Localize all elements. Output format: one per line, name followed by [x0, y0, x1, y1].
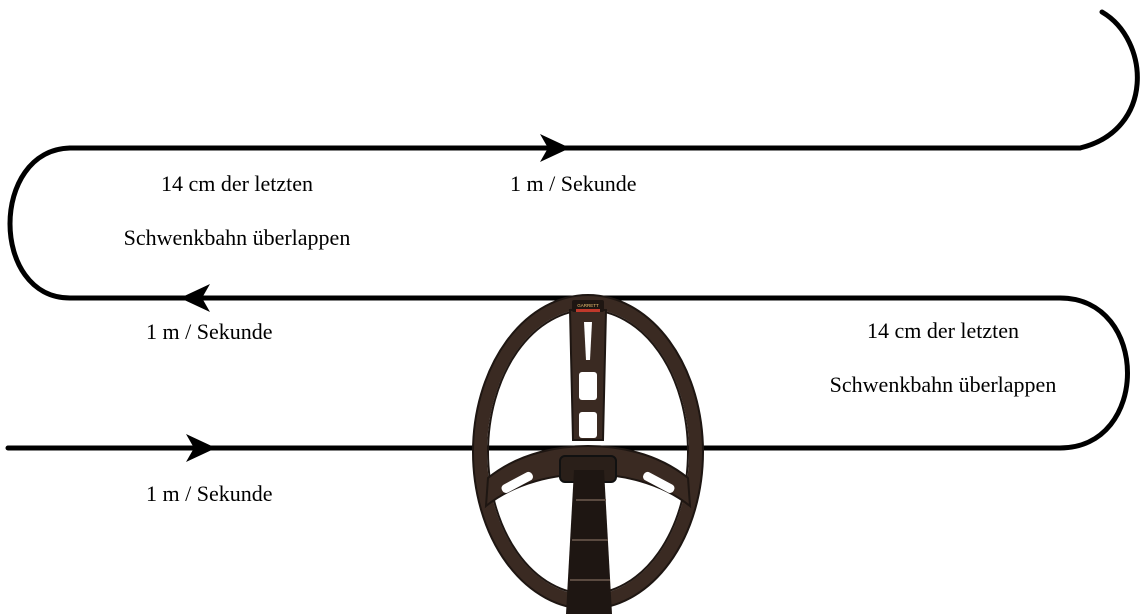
arrow-right-top — [540, 134, 570, 162]
overlap-label-left-line1: 14 cm der letzten — [160, 171, 314, 196]
overlap-label-right: 14 cm der letzten Schwenkbahn überlappen — [830, 317, 1057, 399]
detector-coil-image: GARRETT — [472, 294, 704, 614]
turn-right — [1057, 295, 1130, 451]
overlap-label-left: 14 cm der letzten Schwenkbahn überlappen — [124, 170, 351, 252]
detector-shaft — [566, 470, 612, 614]
overlap-label-left-line2: Schwenkbahn überlappen — [123, 225, 351, 250]
sweep-path — [5, 9, 1140, 451]
speed-label-middle: 1 m / Sekunde — [146, 319, 273, 344]
arrow-left-middle — [180, 284, 210, 312]
brand-badge-text: GARRETT — [577, 303, 599, 308]
speed-label-bottom: 1 m / Sekunde — [146, 481, 273, 506]
arrow-right-bottom — [186, 434, 216, 462]
coil-cross-arms — [484, 444, 692, 509]
speed-label-top: 1 m / Sekunde — [510, 171, 637, 196]
overlap-label-right-line1: 14 cm der letzten — [866, 318, 1020, 343]
turn-top-right — [1077, 9, 1140, 151]
overlap-label-right-line2: Schwenkbahn überlappen — [829, 372, 1057, 397]
turn-left — [7, 145, 73, 301]
